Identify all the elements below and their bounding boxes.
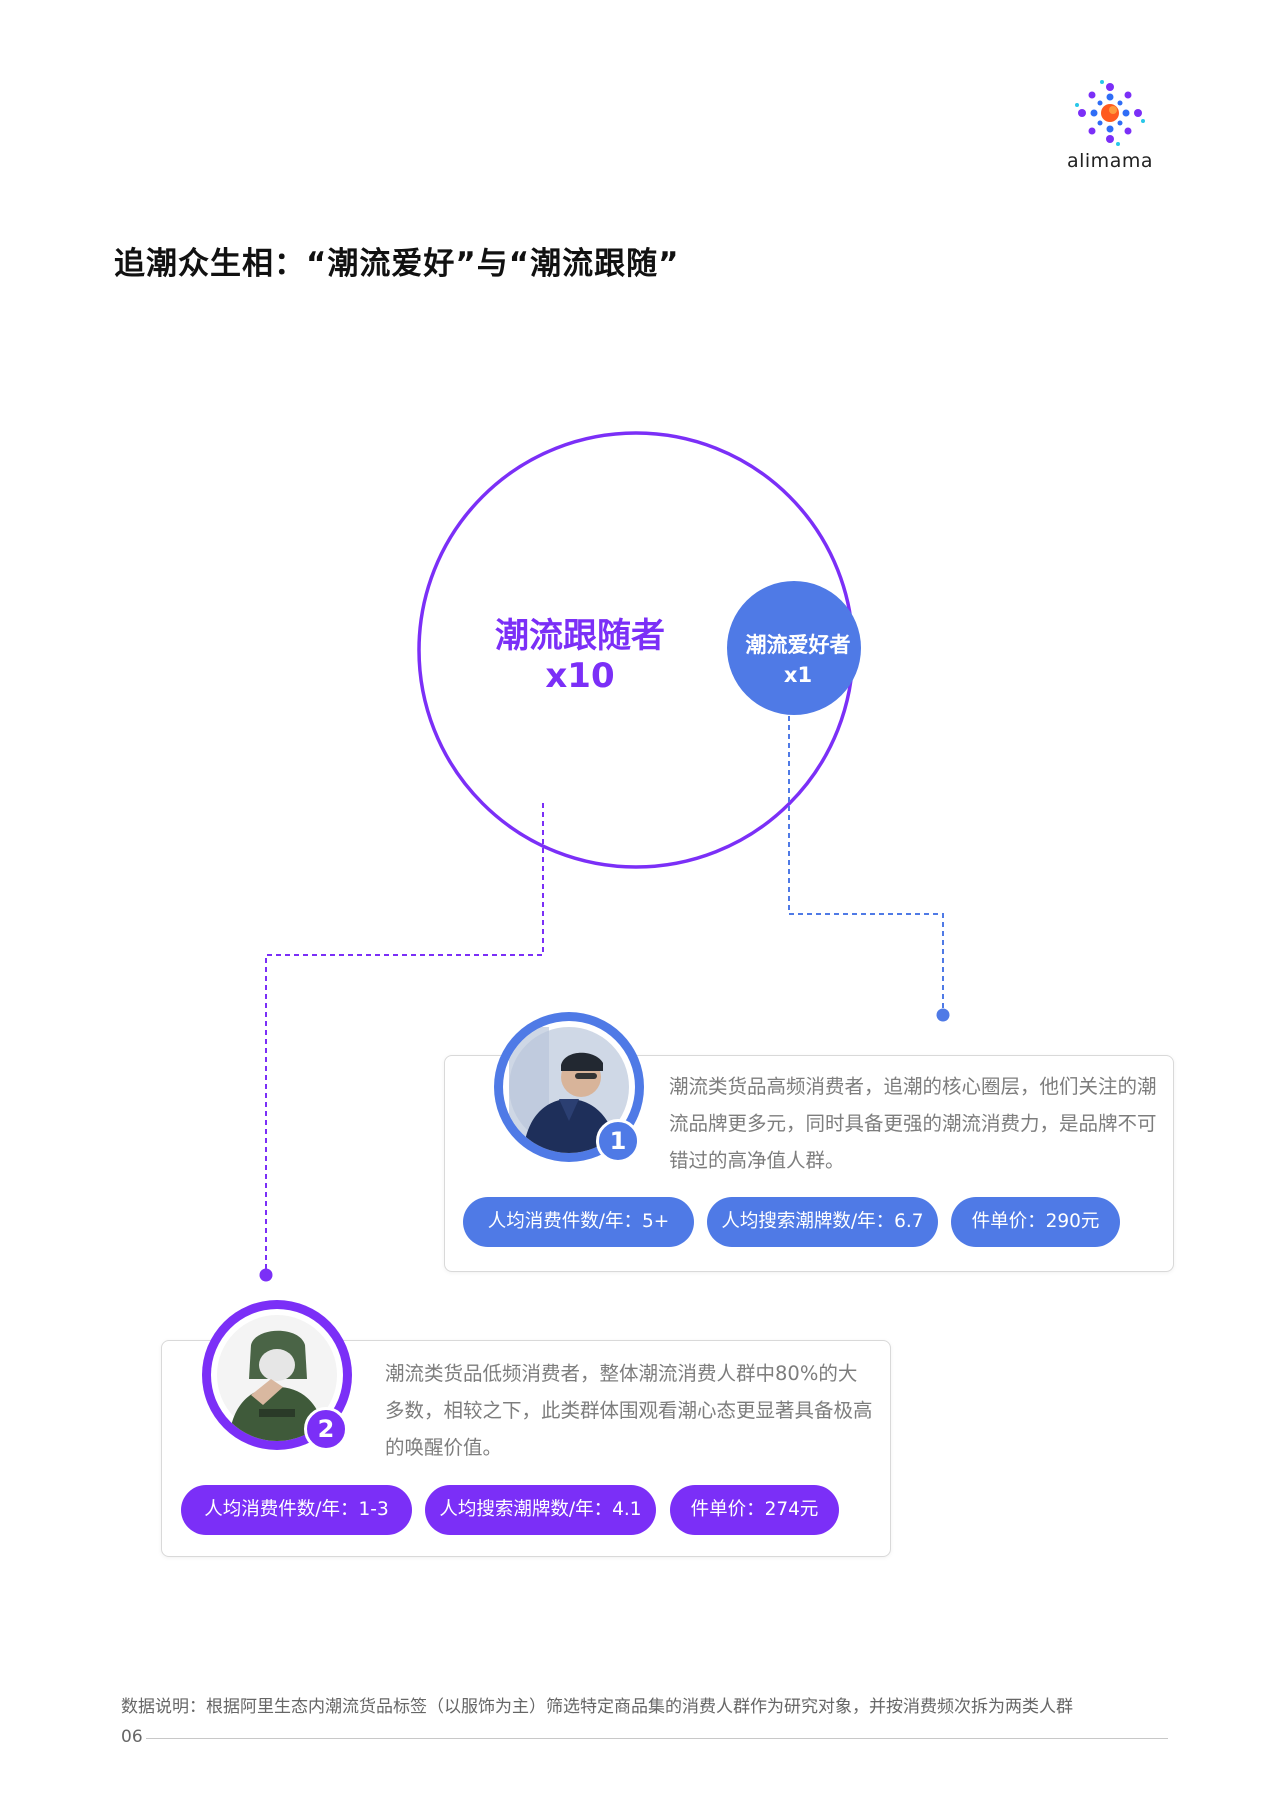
enthusiast-label: 潮流爱好者 bbox=[745, 633, 851, 657]
page-number: 06 bbox=[121, 1727, 143, 1747]
data-note: 数据说明：根据阿里生态内潮流货品标签（以服饰为主）筛选特定商品集的消费人群作为研… bbox=[121, 1697, 1073, 1717]
badge-number: 2 bbox=[304, 1407, 348, 1451]
connector-dot-enthusiast bbox=[936, 1008, 950, 1022]
person-icon bbox=[509, 1027, 629, 1153]
tag-brand-search: 人均搜索潮牌数/年：4.1 bbox=[425, 1485, 656, 1535]
badge-number: 1 bbox=[596, 1119, 640, 1163]
big-circle-label: 潮流跟随者 x10 bbox=[470, 615, 690, 695]
tag-brand-search: 人均搜索潮牌数/年：6.7 bbox=[707, 1197, 938, 1247]
footer-divider bbox=[146, 1738, 1168, 1739]
small-circle-label: 潮流爱好者 x1 bbox=[728, 630, 868, 690]
person-icon bbox=[217, 1315, 337, 1441]
connector-line-enthusiast bbox=[788, 716, 944, 1015]
alimama-logo: alimama bbox=[1050, 80, 1170, 180]
follower-count: x10 bbox=[545, 656, 615, 696]
avatar-follower: 2 bbox=[202, 1300, 352, 1451]
follower-label: 潮流跟随者 bbox=[495, 616, 665, 656]
avatar-enthusiast: 1 bbox=[494, 1012, 644, 1163]
tag-unit-price: 件单价：274元 bbox=[670, 1485, 839, 1535]
alimama-logo-icon bbox=[1075, 80, 1145, 146]
tag-purchase-count: 人均消费件数/年：5+ bbox=[463, 1197, 694, 1247]
logo-text: alimama bbox=[1066, 150, 1153, 172]
enthusiast-count: x1 bbox=[783, 663, 813, 687]
connector-line-follower bbox=[265, 803, 544, 1275]
small-circle bbox=[727, 581, 861, 715]
tag-unit-price: 件单价：290元 bbox=[951, 1197, 1120, 1247]
page-title: 追潮众生相：“潮流爱好”与“潮流跟随” bbox=[114, 246, 680, 282]
card-description: 潮流类货品高频消费者，追潮的核心圈层，他们关注的潮流品牌更多元，同时具备更强的潮… bbox=[669, 1075, 1157, 1172]
follower-card: 潮流类货品低频消费者，整体潮流消费人群中80%的大多数，相较之下，此类群体围观看… bbox=[161, 1340, 891, 1557]
connector-dot-follower bbox=[259, 1268, 273, 1282]
card-description: 潮流类货品低频消费者，整体潮流消费人群中80%的大多数，相较之下，此类群体围观看… bbox=[385, 1362, 873, 1459]
tag-purchase-count: 人均消费件数/年：1-3 bbox=[181, 1485, 412, 1535]
